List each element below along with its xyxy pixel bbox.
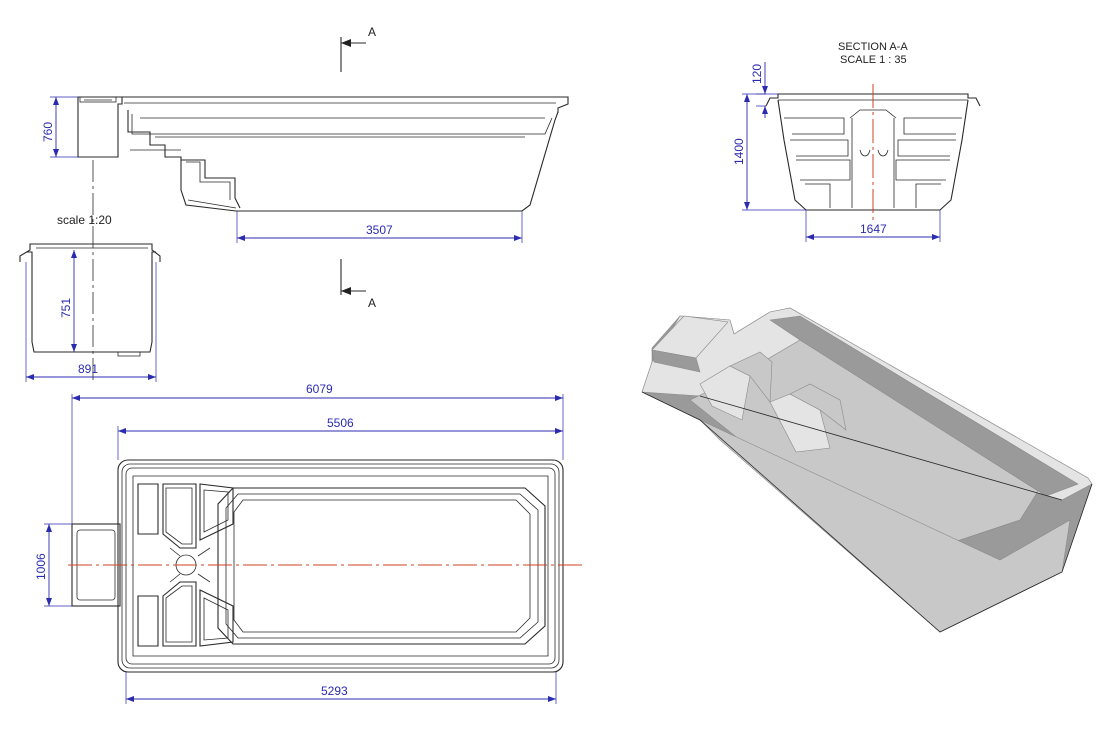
section-scale: SCALE 1 : 35 [840,54,907,66]
section-depth-dim: 1400 [732,138,746,165]
plan-view: 6079 5506 5293 1006 [34,382,584,704]
side-height-dim: 760 [41,122,55,142]
section-marker-top: A [368,25,376,39]
end-view: scale 1:20 751 891 [19,213,161,382]
end-width-dim: 891 [78,362,98,376]
section-marker-bottom: A [368,296,376,310]
end-height-dim: 751 [59,298,73,318]
side-view: 760 3507 A A [41,25,569,310]
side-length-dim: 3507 [366,223,393,237]
end-view-scale: scale 1:20 [57,213,112,227]
section-bottom-width-dim: 1647 [860,222,887,236]
section-view: SECTION A-A SCALE 1 : 35 120 1400 [732,41,981,242]
section-title: SECTION A-A [838,41,908,53]
pool-render [641,307,1093,633]
plan-bottom-length-dim: 5293 [321,684,348,698]
plan-shell-length-dim: 5506 [327,416,354,430]
plan-overall-length-dim: 6079 [306,382,333,396]
plan-skimmer-width-dim: 1006 [34,553,48,580]
section-edge-dim: 120 [750,64,764,84]
